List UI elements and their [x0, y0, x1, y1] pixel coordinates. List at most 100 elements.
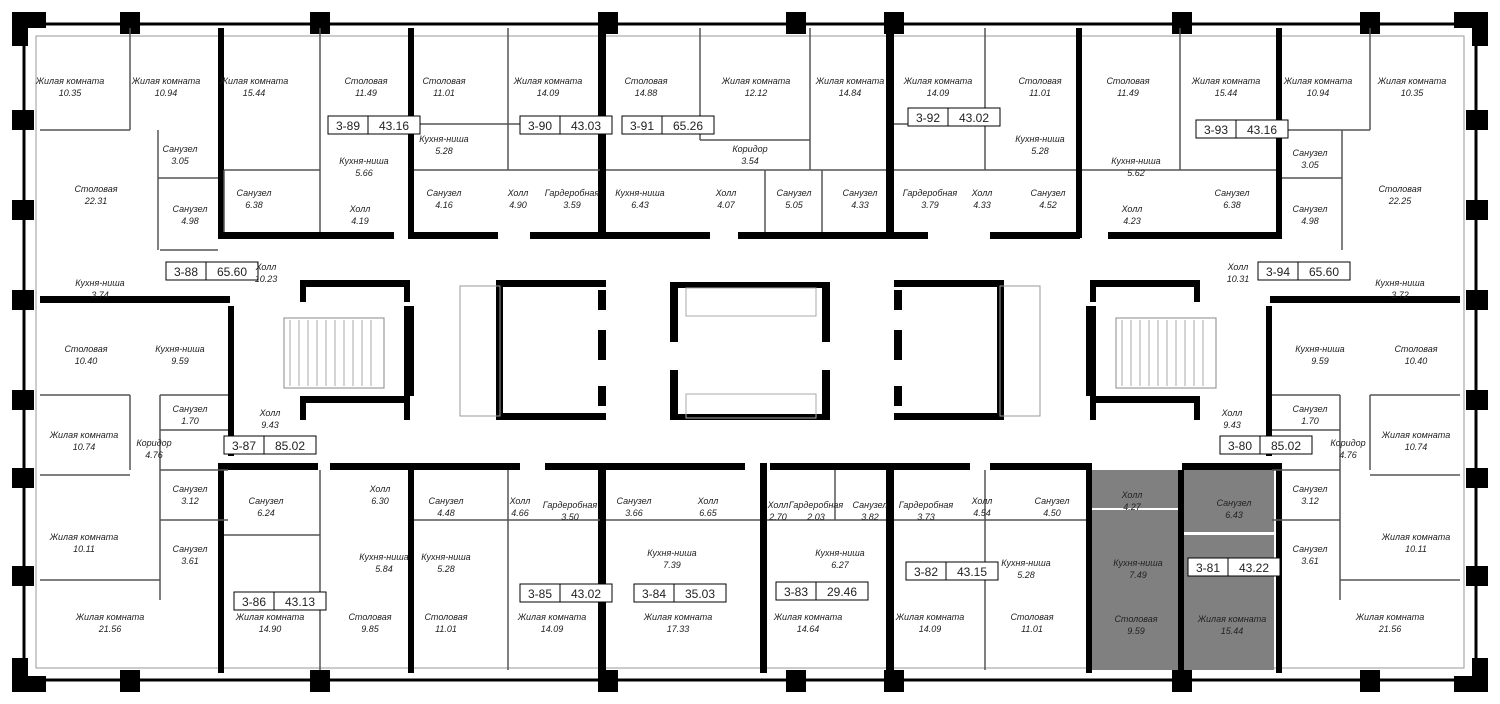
room-name: Жилая комната — [721, 76, 790, 86]
room-area: 6.43 — [1225, 510, 1243, 520]
room-area: 15.44 — [1221, 626, 1244, 636]
room-area: 3.61 — [181, 556, 199, 566]
room-area: 1.70 — [1301, 416, 1319, 426]
room-name: Холл — [507, 188, 529, 198]
room-name: Жилая комната — [1197, 614, 1266, 624]
apartment-number: 3-88 — [174, 265, 198, 279]
room-area: 3.82 — [861, 512, 879, 522]
apartment-number: 3-87 — [232, 439, 256, 453]
room-name: Жилая комната — [815, 76, 884, 86]
room-area: 3.73 — [917, 512, 935, 522]
stair-left — [283, 317, 385, 389]
apartment-area: 43.02 — [959, 111, 989, 125]
room-name: Кухня-ниша — [615, 188, 664, 198]
room-area: 7.39 — [663, 560, 681, 570]
room-area: 3.12 — [181, 496, 199, 506]
room-area: 6.65 — [699, 508, 718, 518]
room-area: 4.16 — [435, 200, 453, 210]
room-area: 4.90 — [509, 200, 527, 210]
room-name: Санузел — [1035, 496, 1070, 506]
lobby-box-2 — [685, 393, 817, 419]
room-name: Холл — [349, 204, 371, 214]
room-label: Холл 4.90 — [507, 188, 529, 210]
room-area: 14.09 — [919, 624, 942, 634]
room-label: Жилая комната 10.74 — [49, 430, 118, 452]
room-area: 11.01 — [435, 624, 457, 634]
room-name: Столовая — [64, 344, 107, 354]
room-name: Жилая комната — [903, 76, 972, 86]
apartment-number: 3-86 — [242, 595, 266, 609]
apartment-number: 3-82 — [914, 565, 938, 579]
room-name: Кухня-ниша — [1375, 278, 1424, 288]
room-area: 4.48 — [437, 508, 455, 518]
apartment-number: 3-83 — [784, 585, 808, 599]
room-name: Гардеробная — [789, 500, 844, 510]
room-area: 21.56 — [1378, 624, 1402, 634]
room-area: 14.09 — [927, 88, 950, 98]
room-name: Столовая — [74, 184, 117, 194]
room-area: 22.25 — [1388, 196, 1413, 206]
room-label: Жилая комната 10.94 — [1283, 76, 1352, 98]
room-name: Жилая комната — [1381, 430, 1450, 440]
room-area: 3.05 — [171, 156, 190, 166]
room-area: 10.94 — [1307, 88, 1330, 98]
room-name: Кухня-ниша — [1015, 134, 1064, 144]
room-area: 10.35 — [59, 88, 83, 98]
room-name: Жилая комната — [773, 612, 842, 622]
room-name: Гардеробная — [545, 188, 600, 198]
room-area: 12.12 — [745, 88, 768, 98]
room-name: Столовая — [1378, 184, 1421, 194]
room-name: Жилая комната — [895, 612, 964, 622]
room-area: 4.33 — [851, 200, 869, 210]
apartment-area: 43.16 — [1247, 123, 1277, 137]
room-name: Санузел — [1215, 188, 1250, 198]
room-name: Коридор — [136, 438, 171, 448]
apartment-number: 3-94 — [1266, 265, 1290, 279]
room-area: 3.05 — [1301, 160, 1320, 170]
room-area: 11.49 — [1117, 88, 1139, 98]
room-label: Столовая 22.25 — [1378, 184, 1421, 206]
room-name: Санузел — [1293, 204, 1328, 214]
room-name: Столовая — [422, 76, 465, 86]
room-name: Жилая комната — [49, 430, 118, 440]
apartment-number: 3-90 — [528, 119, 552, 133]
room-name: Холл — [1121, 490, 1143, 500]
room-name: Жилая комната — [1283, 76, 1352, 86]
room-area: 10.74 — [73, 442, 96, 452]
room-area: 4.54 — [973, 508, 991, 518]
